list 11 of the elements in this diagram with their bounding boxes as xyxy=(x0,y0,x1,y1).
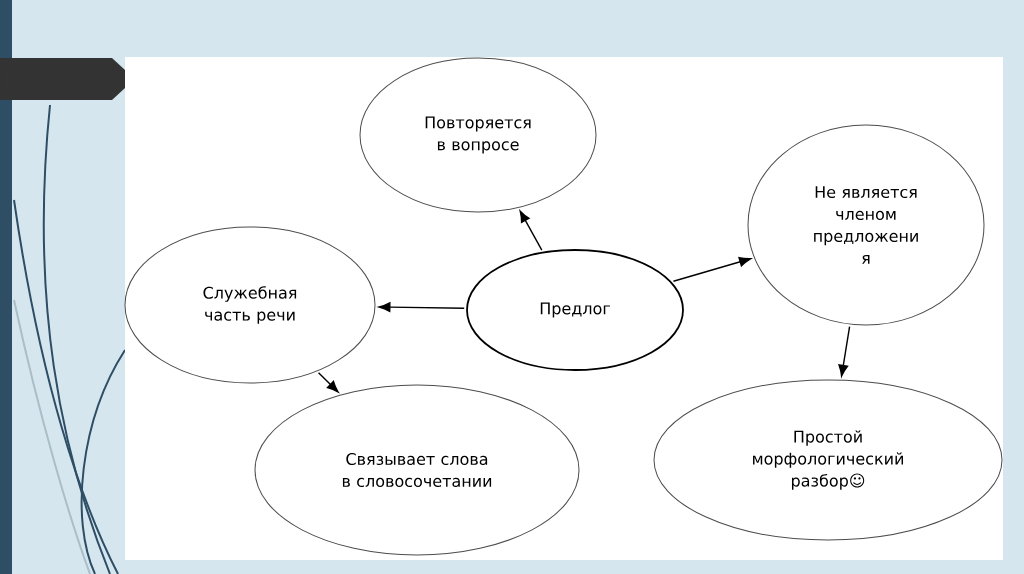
arrow xyxy=(838,325,851,377)
ellipse-node: Не является членом предложени я xyxy=(747,124,985,326)
arrow xyxy=(672,256,752,282)
arrow xyxy=(519,210,543,251)
ellipse-node: Повторяется в вопросе xyxy=(359,57,597,213)
ellipse-node: Служебная часть речи xyxy=(124,226,376,384)
ellipse-node: Предлог xyxy=(466,249,684,371)
arrow xyxy=(378,302,465,313)
ellipse-node: Связывает слова в словосочетании xyxy=(254,384,580,556)
arrow xyxy=(317,372,339,393)
ellipse-node: Простой морфологический разбор☺ xyxy=(653,379,1003,541)
